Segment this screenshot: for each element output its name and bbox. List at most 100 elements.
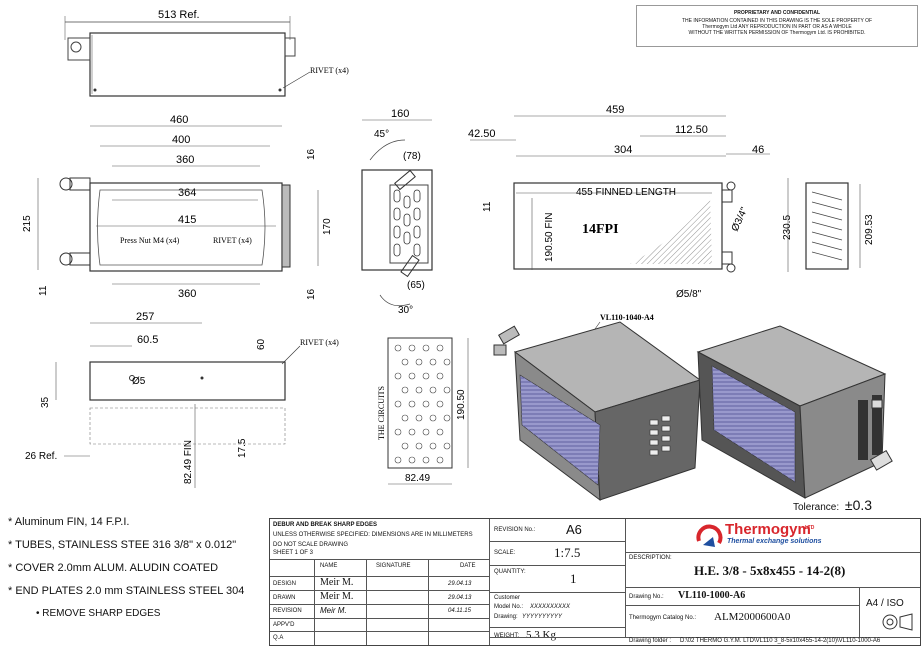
coil-dim-209: 209.53 — [864, 214, 875, 245]
col-date: DATE — [460, 563, 476, 569]
fpi-label: 14FPI — [582, 222, 619, 237]
scale-label: SCALE: — [494, 550, 516, 556]
bottom-dim-fin: 82.49 FIN — [183, 440, 194, 484]
pipe-top-label: Ø3/4" — [730, 205, 751, 233]
circuit-width: 82.49 — [405, 473, 430, 484]
company-logo: Thermogym LTD Thermal exchange solutions — [695, 521, 835, 551]
note-end-plates: * END PLATES 2.0 mm STAINLESS STEEL 304 — [8, 585, 245, 597]
notes: * Aluminum FIN, 14 F.P.I. * TUBES, STAIN… — [8, 516, 244, 630]
name-revision: Meir M. — [320, 606, 347, 615]
description-label: DESCRIPTION: — [629, 555, 672, 561]
date-design: 29.04.13 — [448, 581, 472, 587]
date-drawn: 29.04.13 — [448, 595, 472, 601]
bottom-dim-60b: 60 — [256, 338, 267, 350]
proprietary-line2: Thermogym Ltd ANY REPRODUCTION IN PART O… — [702, 24, 852, 30]
bottom-view: 257 60.5 Ø5 60 RIVET (x4) 35 26 Ref. 82.… — [25, 311, 339, 488]
coil-dim-459: 459 — [606, 104, 624, 116]
press-nut-label: Press Nut M4 (x4) — [120, 236, 180, 245]
weight-value: 5.3 Kg — [526, 629, 556, 641]
front-dim-360b: 360 — [178, 288, 196, 300]
front-dim-16a: 16 — [306, 148, 317, 160]
catalog-value: ALM2000600A0 — [714, 611, 791, 623]
side-dim-160: 160 — [391, 108, 409, 120]
col-name: NAME — [320, 563, 338, 569]
front-dim-170: 170 — [322, 218, 333, 235]
name-design: Meir M. — [320, 577, 354, 588]
side-view: 160 45° (78) (65) 30° — [361, 108, 433, 316]
coil-dim-11: 11 — [482, 201, 493, 212]
model-label: Model No.: — [494, 604, 524, 610]
proprietary-title: PROPRIETARY AND CONFIDENTIAL — [733, 10, 821, 16]
role-revision: REVISION — [273, 608, 302, 614]
role-approved: APPV'D — [273, 622, 295, 628]
col-signature: SIGNATURE — [376, 563, 411, 569]
sheet-text: SHEET 1 OF 3 — [273, 550, 313, 556]
bottom-dim-60: 60.5 — [137, 334, 158, 346]
role-drawn: DRAWN — [273, 595, 296, 601]
side-dim-78: (78) — [403, 151, 421, 162]
bottom-dim-257: 257 — [136, 311, 154, 323]
front-dim-360: 360 — [176, 154, 194, 166]
debur-text: DEBUR AND BREAK SHARP EDGES — [273, 522, 378, 528]
iso-views: VL110-1040-A4 — [493, 313, 893, 502]
projection-symbol-icon — [882, 613, 913, 631]
drawing-value: YYYYYYYYYY — [522, 614, 563, 620]
coil-dim-fin: 190.50 FIN — [544, 213, 555, 262]
company-tagline: Thermal exchange solutions — [727, 538, 822, 545]
drawing-no-value: VL110-1000-A6 — [678, 590, 746, 601]
front-dim-364: 364 — [178, 187, 196, 199]
front-dim-400: 400 — [172, 134, 190, 146]
catalog-label: Thermogym Catalog No.: — [629, 615, 697, 621]
iso-label: VL110-1040-A4 — [600, 313, 654, 322]
pipe-bottom-label: Ø5/8" — [676, 289, 702, 300]
tolerance: Tolerance: ±0.3 — [793, 497, 872, 513]
folder-label: Drawing folder : — [629, 638, 672, 644]
description-value: H.E. 3/8 - 5x8x455 - 14-2(8) — [694, 563, 846, 578]
bottom-hole-label: Ø5 — [132, 376, 146, 387]
scale-value: 1:7.5 — [554, 545, 581, 560]
company-suffix: LTD — [805, 525, 815, 531]
proprietary-line1: THE INFORMATION CONTAINED IN THIS DRAWIN… — [681, 18, 873, 24]
coil-dim-46: 46 — [752, 144, 764, 156]
units-text: UNLESS OTHERWISE SPECIFIED: DIMENSIONS A… — [273, 532, 473, 538]
finned-length: 455 FINNED LENGTH — [576, 187, 676, 198]
title-block: DEBUR AND BREAK SHARP EDGES UNLESS OTHER… — [269, 518, 921, 646]
coil-dim-42: 42.50 — [468, 128, 496, 140]
revision-label: REVISION No.: — [494, 527, 536, 533]
bottom-dim-35: 35 — [40, 396, 51, 408]
bottom-dim-26: 26 Ref. — [25, 451, 57, 462]
bottom-dim-17: 17.5 — [237, 438, 248, 458]
coil-dim-112: 112.50 — [675, 124, 708, 136]
revision-value: A6 — [566, 522, 582, 537]
logo-swirl-icon — [696, 524, 723, 547]
drawing-label: Drawing: — [494, 614, 518, 620]
drawing-no-label: Drawing No.: — [629, 594, 664, 600]
front-view: 460 400 360 364 415 360 215 11 16 170 16… — [22, 114, 333, 300]
front-dim-11: 11 — [38, 285, 49, 296]
name-drawn: Meir M. — [320, 591, 354, 602]
customer-label: Customer — [494, 595, 521, 601]
proprietary-box: PROPRIETARY AND CONFIDENTIAL THE INFORMA… — [636, 5, 918, 47]
note-sharp-edges: • REMOVE SHARP EDGES — [36, 608, 161, 619]
tolerance-label: Tolerance: — [793, 502, 840, 513]
front-rivet-label: RIVET (x4) — [213, 236, 252, 245]
note-fin: * Aluminum FIN, 14 F.P.I. — [8, 516, 130, 528]
front-dim-460: 460 — [170, 114, 188, 126]
circuit-view: THE CIRCUITS 190.50 82.49 — [377, 337, 469, 485]
tolerance-value: ±0.3 — [844, 497, 873, 513]
model-value: XXXXXXXXXX — [530, 604, 571, 610]
front-dim-16b: 16 — [306, 288, 317, 300]
engineering-drawing: 513 Ref. RIVET (x4) 460 400 360 364 415 … — [22, 9, 893, 502]
bottom-rivet-label: RIVET (x4) — [300, 338, 339, 347]
sheet-size: A4 / ISO — [866, 598, 904, 609]
front-dim-415: 415 — [178, 214, 196, 226]
quantity-label: QUANTITY: — [494, 569, 526, 575]
note-cover: * COVER 2.0mm ALUM. ALUDIN COATED — [8, 562, 219, 574]
top-dim-width: 513 Ref. — [158, 9, 200, 21]
circuit-height: 190.50 — [456, 389, 467, 420]
quantity-value: 1 — [570, 571, 577, 586]
coil-dim-230: 230.5 — [782, 215, 793, 240]
date-revision: 04.11.15 — [448, 608, 471, 614]
circuit-holes — [394, 344, 451, 464]
circuits-label: THE CIRCUITS — [377, 386, 386, 440]
